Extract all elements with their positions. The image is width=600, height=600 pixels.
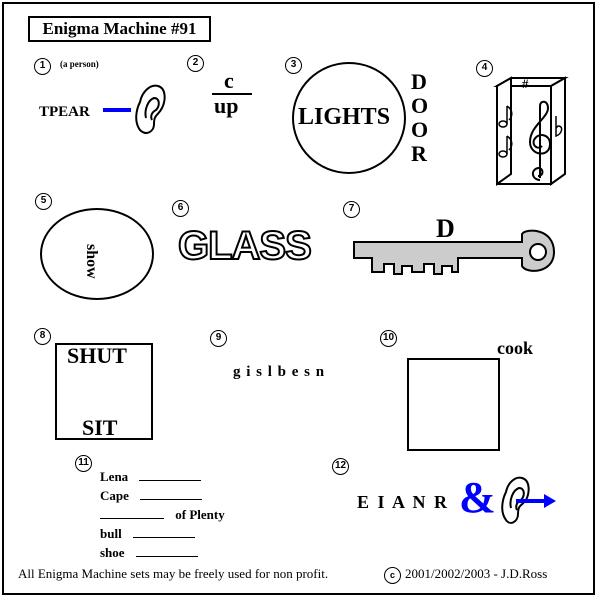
puzzle-number-12: 12 [332, 458, 349, 475]
puzzle-11-after: of Plenty [175, 507, 225, 522]
puzzle-number-4: 4 [476, 60, 493, 77]
fraction-line [212, 93, 252, 95]
puzzle-11-before: Cape [100, 488, 129, 503]
puzzle-number-5: 5 [35, 193, 52, 210]
puzzle-2-bottom: up [214, 93, 239, 118]
puzzle-3-letter: O [411, 117, 429, 142]
puzzle-7-text: D [436, 214, 455, 243]
answer-blank [132, 525, 195, 538]
puzzle-11-line: of Plenty [100, 506, 225, 523]
puzzle-8-box [55, 343, 153, 440]
puzzle-number-1: 1 [34, 58, 51, 75]
puzzle-1-note: (a person) [60, 59, 99, 69]
puzzle-11-line: bull [100, 525, 195, 542]
puzzle-number-10: 10 [380, 330, 397, 347]
puzzle-10-text: cook [497, 338, 533, 358]
answer-blank [140, 487, 203, 500]
answer-blank [100, 506, 164, 519]
puzzle-11-line: Cape [100, 487, 203, 504]
blue-arrow-icon [516, 494, 556, 508]
key-icon [353, 229, 556, 275]
puzzle-8-top: SHUT [67, 343, 127, 368]
answer-blank [139, 468, 202, 481]
ear-icon [135, 84, 166, 134]
puzzle-number-9: 9 [210, 330, 227, 347]
puzzle-3-letter: D [411, 69, 427, 94]
flat-icon [555, 116, 563, 138]
puzzle-6-outline-text: GLASS [177, 223, 313, 269]
puzzle-1-text: TPEAR [39, 104, 90, 120]
puzzle-5-circle [40, 208, 154, 300]
footer-notice: All Enigma Machine sets may be freely us… [18, 566, 329, 581]
puzzle-number-6: 6 [172, 200, 189, 217]
puzzle-3-letter: R [411, 141, 427, 166]
footer-copyright: 2001/2002/2003 - J.D.Ross [405, 566, 548, 581]
puzzle-number-3: 3 [285, 57, 302, 74]
puzzle-11-line: shoe [100, 544, 198, 561]
answer-blank [135, 544, 198, 557]
ear-icon [501, 476, 530, 524]
copyright-symbol: c [384, 567, 401, 584]
puzzle-5-circle-text: show [83, 244, 100, 279]
puzzle-3-letter: O [411, 93, 429, 118]
puzzle-10-box [407, 358, 500, 451]
puzzle-11-before: shoe [100, 545, 125, 560]
puzzle-8-bottom: SIT [82, 415, 118, 440]
puzzle-number-7: 7 [343, 201, 360, 218]
treble-clef-icon [528, 100, 552, 181]
puzzle-number-2: 2 [187, 55, 204, 72]
puzzle-2-top: c [224, 68, 234, 93]
ampersand-symbol: & [459, 473, 496, 522]
puzzle-11-before: bull [100, 526, 122, 541]
puzzle-number-8: 8 [34, 328, 51, 345]
puzzle-9-text: g i s l b e s n [233, 364, 326, 380]
puzzle-3-circle-text: LIGHTS [298, 104, 391, 130]
page-title: Enigma Machine #91 [28, 16, 211, 42]
puzzle-3-circle [292, 62, 406, 174]
puzzle-number-11: 11 [75, 455, 92, 472]
puzzle-11-line: Lena [100, 468, 202, 485]
blue-dash-icon [103, 108, 131, 112]
puzzle-frame [2, 2, 595, 595]
puzzle-4-symbol: # [522, 76, 529, 91]
music-note-icon [498, 105, 513, 158]
puzzle-12-text: E I A N R [357, 492, 450, 512]
puzzle-11-before: Lena [100, 469, 129, 484]
